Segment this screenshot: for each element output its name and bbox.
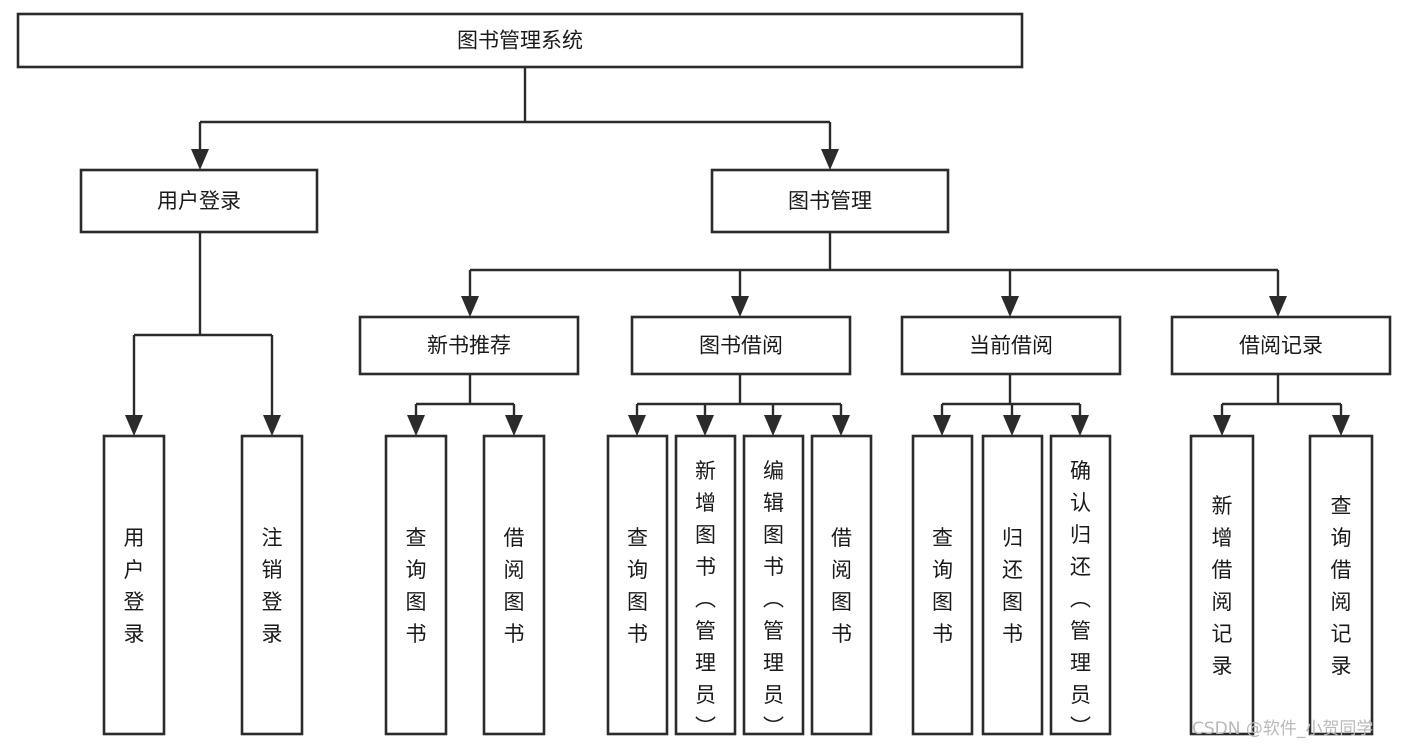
arrow-head-icon	[125, 415, 143, 436]
arrow-head-icon	[1269, 296, 1287, 317]
node-leaf-0[interactable]: 用户登录	[102, 434, 166, 736]
node-leaf-8-box[interactable]	[911, 434, 974, 736]
node-leaf-3-box[interactable]	[482, 434, 546, 736]
node-leaf-12[interactable]: 查询借阅记录	[1308, 434, 1374, 736]
connector-userlogin_to_leaves	[125, 232, 281, 436]
node-level2-1-label: 图书管理	[788, 189, 872, 213]
node-level2-0[interactable]: 用户登录	[79, 168, 319, 234]
node-level3-1-label: 图书借阅	[699, 334, 783, 358]
arrow-head-icon	[263, 415, 281, 436]
node-leaf-7[interactable]: 借阅图书	[810, 434, 873, 736]
node-root[interactable]: 图书管理系统	[16, 12, 1024, 69]
node-leaf-4-label: 查询图书	[627, 526, 648, 646]
node-level3-0-box[interactable]	[358, 315, 580, 376]
node-leaf-3[interactable]: 借阅图书	[482, 434, 546, 736]
connector-borrow_to_leaves	[628, 374, 850, 436]
node-leaf-10[interactable]: 确认归还︵管理员︶	[1049, 434, 1112, 739]
node-level2-0-box[interactable]	[79, 168, 319, 234]
arrow-head-icon	[731, 296, 749, 317]
node-leaf-8[interactable]: 查询图书	[911, 434, 974, 736]
node-leaf-9-box[interactable]	[981, 434, 1044, 736]
node-leaf-0-box[interactable]	[102, 434, 166, 736]
arrow-head-icon	[832, 415, 850, 436]
node-root-box[interactable]	[16, 12, 1024, 69]
connector-root_to_level2	[191, 67, 839, 170]
arrow-head-icon	[191, 149, 209, 170]
arrow-head-icon	[764, 415, 782, 436]
arrow-head-icon	[1332, 415, 1350, 436]
node-leaf-7-box[interactable]	[810, 434, 873, 736]
node-level3-1-box[interactable]	[630, 315, 852, 376]
node-layer: 图书管理系统用户登录图书管理新书推荐图书借阅当前借阅借阅记录用户登录注销登录查询…	[16, 12, 1392, 739]
arrow-head-icon	[933, 415, 951, 436]
node-level2-1-box[interactable]	[710, 168, 950, 234]
node-leaf-1[interactable]: 注销登录	[240, 434, 304, 736]
node-level2-0-label: 用户登录	[157, 189, 241, 213]
connector-newbook_to_leaves	[407, 374, 523, 436]
arrow-head-icon	[505, 415, 523, 436]
node-leaf-4-box[interactable]	[606, 434, 669, 736]
node-leaf-5-label: 新增图书︵管理员︶	[695, 459, 716, 739]
node-leaf-11[interactable]: 新增借阅记录	[1189, 434, 1255, 736]
connector-record_to_leaves	[1213, 374, 1350, 436]
connector-bookmgmt_to_level3	[461, 232, 1287, 317]
node-root-label: 图书管理系统	[457, 29, 583, 53]
arrow-head-icon	[407, 415, 425, 436]
node-leaf-8-label: 查询图书	[932, 526, 953, 646]
connector-current_to_leaves	[933, 374, 1089, 436]
node-leaf-9-label: 归还图书	[1002, 526, 1023, 646]
node-level3-2-box[interactable]	[900, 315, 1122, 376]
node-leaf-0-label: 用户登录	[124, 526, 145, 646]
csdn-watermark: CSDN @软件_小贺同学	[1192, 719, 1373, 739]
node-leaf-1-box[interactable]	[240, 434, 304, 736]
arrow-head-icon	[628, 415, 646, 436]
node-level3-2[interactable]: 当前借阅	[900, 315, 1122, 376]
node-level3-3[interactable]: 借阅记录	[1170, 315, 1392, 376]
node-leaf-12-label: 查询借阅记录	[1331, 494, 1352, 678]
node-leaf-4[interactable]: 查询图书	[606, 434, 669, 736]
node-leaf-3-label: 借阅图书	[504, 526, 525, 646]
node-leaf-7-label: 借阅图书	[831, 526, 852, 646]
arrow-head-icon	[1071, 415, 1089, 436]
arrow-head-icon	[1001, 296, 1019, 317]
node-level2-1[interactable]: 图书管理	[710, 168, 950, 234]
node-leaf-11-label: 新增借阅记录	[1212, 494, 1233, 678]
arrow-head-icon	[461, 296, 479, 317]
arrow-head-icon	[1213, 415, 1231, 436]
node-leaf-6-label: 编辑图书︵管理员︶	[763, 459, 784, 739]
node-level3-0-label: 新书推荐	[427, 334, 511, 358]
node-leaf-10-box[interactable]	[1049, 434, 1112, 736]
node-leaf-2[interactable]: 查询图书	[384, 434, 448, 736]
node-leaf-12-box[interactable]	[1308, 434, 1374, 736]
node-level3-3-label: 借阅记录	[1239, 334, 1323, 358]
arrow-head-icon	[1003, 415, 1021, 436]
arrow-head-icon	[821, 149, 839, 170]
node-leaf-6-box[interactable]	[742, 434, 805, 736]
node-leaf-1-label: 注销登录	[262, 526, 283, 646]
node-leaf-2-label: 查询图书	[406, 526, 427, 646]
node-leaf-5-box[interactable]	[674, 434, 737, 736]
node-level3-1[interactable]: 图书借阅	[630, 315, 852, 376]
node-leaf-9[interactable]: 归还图书	[981, 434, 1044, 736]
node-level3-3-box[interactable]	[1170, 315, 1392, 376]
node-level3-2-label: 当前借阅	[969, 334, 1053, 358]
node-leaf-11-box[interactable]	[1189, 434, 1255, 736]
connector-layer	[125, 67, 1350, 436]
node-leaf-2-box[interactable]	[384, 434, 448, 736]
arrow-head-icon	[696, 415, 714, 436]
node-leaf-10-label: 确认归还︵管理员︶	[1070, 459, 1091, 739]
node-level3-0[interactable]: 新书推荐	[358, 315, 580, 376]
node-leaf-5[interactable]: 新增图书︵管理员︶	[674, 434, 737, 739]
node-leaf-6[interactable]: 编辑图书︵管理员︶	[742, 434, 805, 739]
